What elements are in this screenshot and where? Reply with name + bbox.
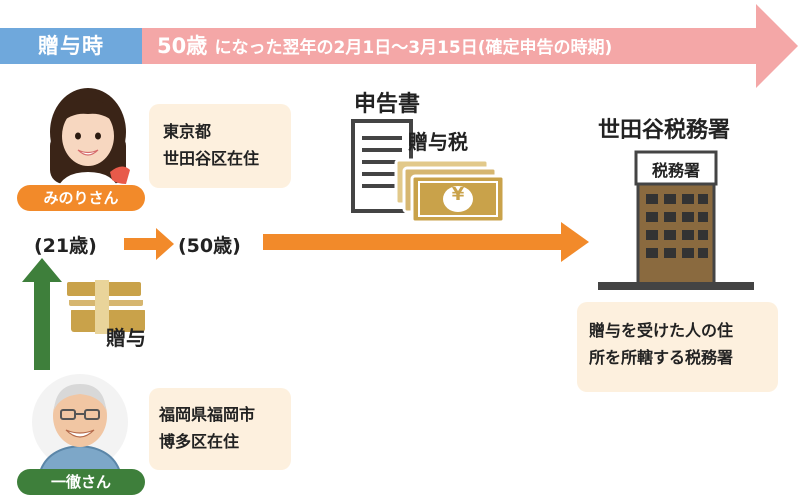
tax-office-heading: 世田谷税務署 (598, 118, 731, 143)
recipient-location-line2: 世田谷区在住 (163, 149, 260, 168)
gift-up-arrow (22, 258, 62, 370)
recipient-location-line1: 東京都 (163, 122, 212, 141)
gift-time-label: 贈与時 (0, 28, 142, 64)
donor-location-note: 福岡県福岡市 博多区在住 (149, 388, 291, 470)
money-stack-icon (394, 158, 506, 224)
tax-office-building-icon (598, 150, 754, 290)
timeline-text: 50歳 になった翌年の2月1日～3月15日(確定申告の時期) (157, 28, 612, 64)
tax-office-note-line1: 贈与を受けた人の住 (589, 321, 734, 340)
donor-location-line1: 福岡県福岡市 (159, 405, 256, 424)
tax-office-note: 贈与を受けた人の住 所を所轄する税務署 (577, 302, 778, 392)
tax-return-heading: 申告書 (354, 92, 421, 117)
recipient-location-note: 東京都 世田谷区在住 (149, 104, 291, 188)
gift-tax-label: 贈与税 (408, 130, 468, 154)
age-now: (50歳) (178, 235, 241, 257)
donor-location-line2: 博多区在住 (159, 432, 240, 451)
gift-money-stack-icon (67, 280, 145, 334)
recipient-avatar (50, 88, 130, 192)
donor-avatar (32, 374, 128, 472)
yen-symbol: ¥ (451, 184, 465, 205)
long-orange-arrow (263, 222, 589, 262)
tax-office-sign-label: 税務署 (651, 161, 700, 180)
timeline-age: 50歳 (157, 34, 208, 58)
donor-name-badge: 一徹さん (17, 469, 145, 495)
short-orange-arrow (124, 228, 174, 260)
timeline-arrow (142, 4, 798, 88)
recipient-name-badge: みのりさん (17, 185, 145, 211)
tax-office-note-line2: 所を所轄する税務署 (589, 348, 734, 367)
gift-label: 贈与 (106, 326, 146, 350)
age-at-gift: (21歳) (34, 235, 97, 257)
timeline-period: になった翌年の2月1日～3月15日(確定申告の時期) (214, 38, 613, 58)
